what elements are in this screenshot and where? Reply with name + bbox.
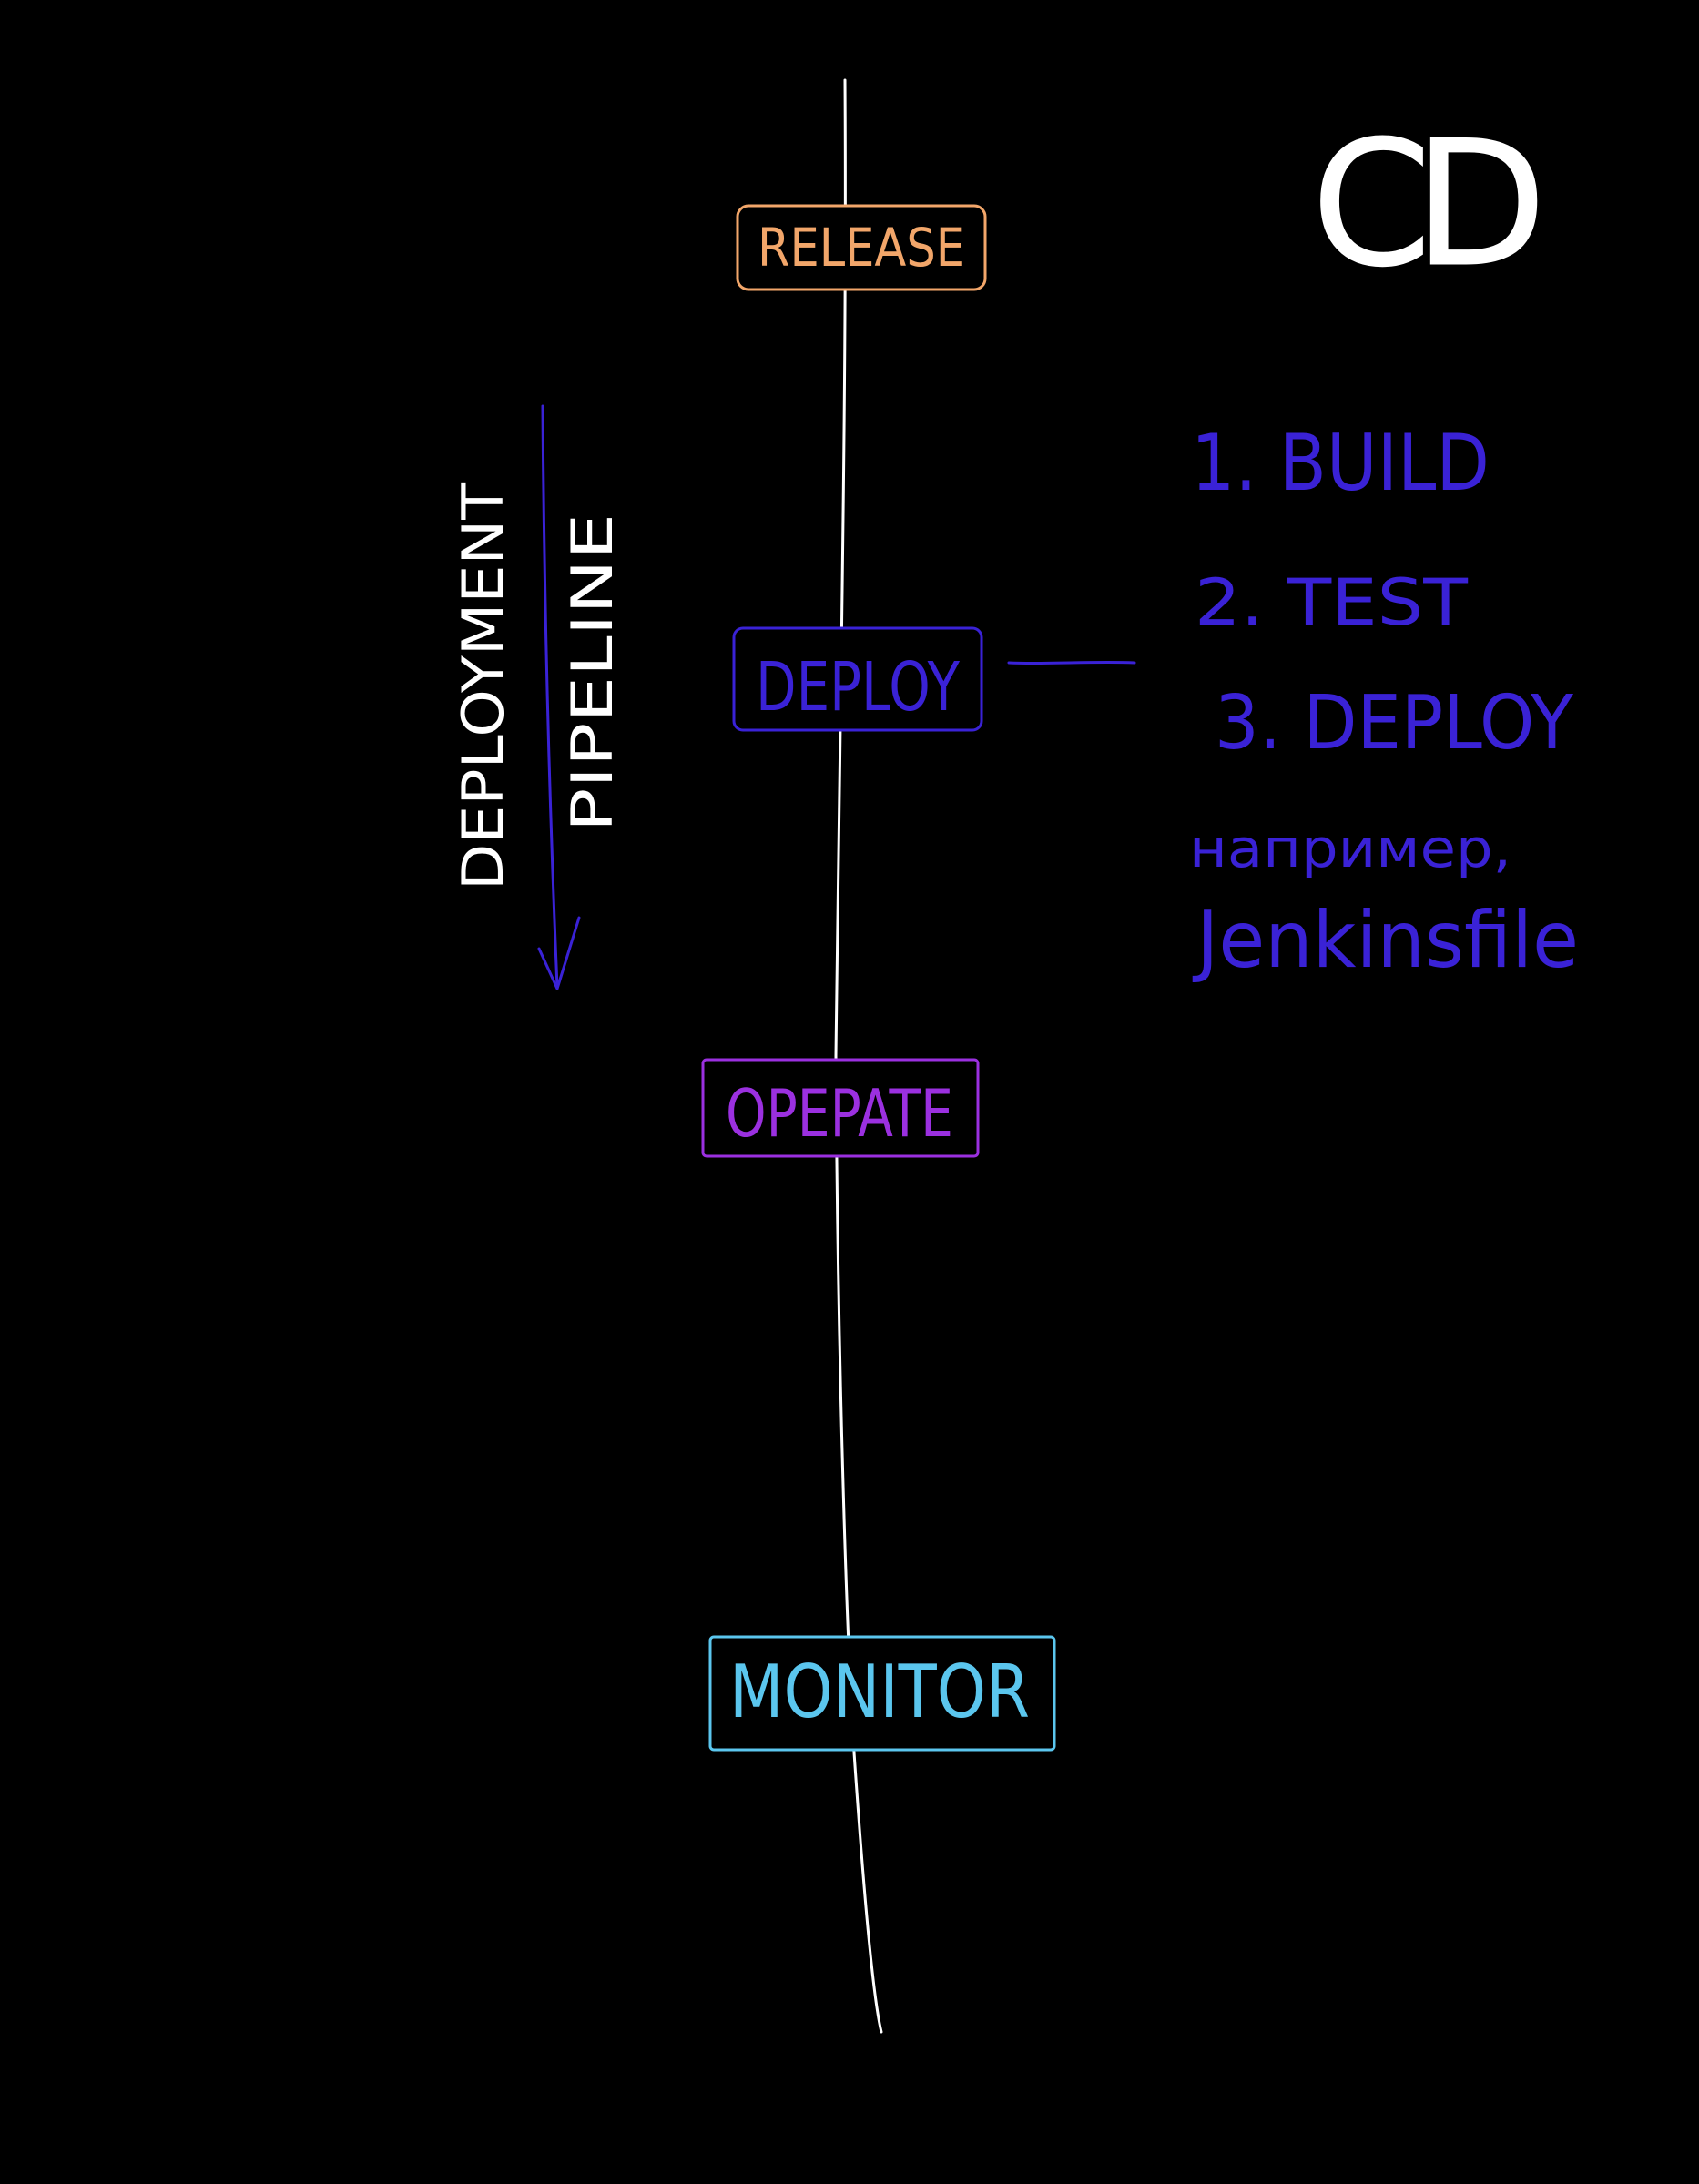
stage-release-box — [736, 204, 987, 291]
diagram-title: CD — [1311, 104, 1538, 305]
example-note-line2: Jenkinsfile — [1192, 895, 1579, 986]
timeline-line — [834, 78, 883, 2034]
stage-monitor: MONITOR — [708, 1635, 1056, 1752]
pipeline-word-deployment: DEPLOYMENT — [450, 482, 516, 890]
example-note-line1: например, — [1189, 818, 1511, 879]
stage-deploy-label: DEPLOY — [756, 648, 961, 726]
stage-operate-label: OPEPATE — [726, 1075, 953, 1152]
stage-deploy-box — [732, 626, 983, 732]
pipeline-arrow — [537, 404, 581, 990]
stage-operate: OPEPATE — [701, 1058, 980, 1158]
step-item: 3. DEPLOY — [1215, 680, 1574, 767]
step-item: 1. BUILD — [1191, 418, 1490, 509]
deploy-connector-line — [1007, 660, 1136, 665]
example-note: например, Jenkinsfile — [1189, 818, 1579, 986]
stage-monitor-label: MONITOR — [729, 1650, 1030, 1734]
stage-release: RELEASE — [736, 204, 987, 291]
stage-operate-box — [701, 1058, 980, 1158]
pipeline-word-pipeline: PIPELINE — [559, 513, 626, 832]
step-item: 2. TEST — [1195, 565, 1468, 640]
stage-monitor-box — [708, 1635, 1056, 1752]
stage-release-label: RELEASE — [758, 217, 965, 279]
steps-list: 1. BUILD 2. TEST 3. DEPLOY — [1191, 418, 1574, 767]
stage-deploy: DEPLOY — [732, 626, 1136, 732]
pipeline-arrow-shaft — [541, 404, 559, 989]
pipeline-arrow-head — [537, 916, 581, 990]
